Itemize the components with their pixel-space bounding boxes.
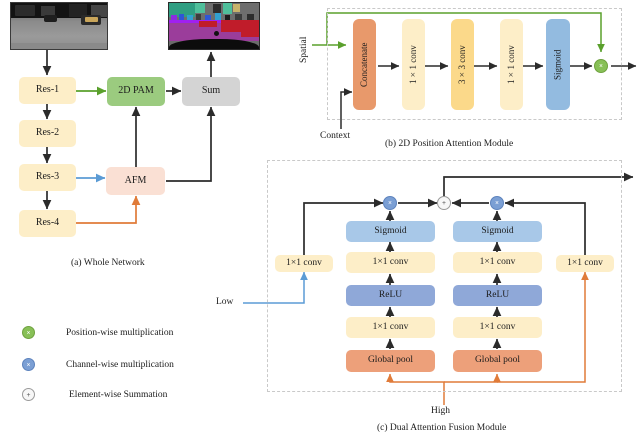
block-2d-pam[interactable]: 2D PAM — [107, 77, 165, 106]
block-label: Sigmoid — [374, 225, 407, 236]
block-c-left-conv-bottom[interactable]: 1×1 conv — [346, 317, 435, 338]
panel-c-input-low: Low — [216, 297, 234, 307]
block-label: Global pool — [367, 355, 414, 366]
block-label: 1×1 conv — [286, 257, 322, 268]
block-concatenate[interactable]: Concatenate — [353, 19, 376, 110]
block-label: 1×1 conv — [372, 256, 409, 267]
block-c-right-conv-bottom[interactable]: 1×1 conv — [453, 317, 542, 338]
block-c-left-sigmoid[interactable]: Sigmoid — [346, 221, 435, 242]
panel-c-frame — [267, 160, 622, 392]
legend-item-channel-wise: × Channel-wise multiplication — [22, 358, 174, 371]
panel-b-position-wise-multiply-icon[interactable]: × — [594, 59, 608, 73]
block-c-right-relu[interactable]: ReLU — [453, 285, 542, 306]
op-symbol: × — [599, 62, 603, 70]
block-sum[interactable]: Sum — [182, 77, 240, 106]
block-b-conv1[interactable]: 1×1 conv — [402, 19, 425, 110]
block-label: Sigmoid — [552, 49, 563, 80]
block-res-3[interactable]: Res-3 — [19, 164, 76, 191]
panel-c-channel-wise-multiply-left-icon[interactable]: × — [383, 196, 397, 210]
panel-b-caption: (b) 2D Position Attention Module — [385, 139, 514, 149]
block-label: 1×1 conv — [372, 321, 409, 332]
block-b-sigmoid[interactable]: Sigmoid — [546, 19, 570, 110]
block-label: ReLU — [378, 289, 403, 300]
legend-label: Element-wise Summation — [69, 389, 168, 400]
panel-c-input-high: High — [431, 406, 450, 416]
block-label: Sigmoid — [481, 225, 514, 236]
block-label: 1×1 conv — [567, 257, 603, 268]
block-c-right-side-conv[interactable]: 1×1 conv — [556, 255, 614, 272]
block-res-2[interactable]: Res-2 — [19, 120, 76, 147]
night-street-rgb-input — [10, 2, 108, 50]
op-symbol: + — [442, 199, 446, 207]
block-c-left-conv-top[interactable]: 1×1 conv — [346, 252, 435, 273]
legend-label: Position-wise multiplication — [66, 327, 174, 338]
block-label: Res-3 — [35, 171, 60, 183]
legend-symbol: + — [26, 390, 31, 399]
block-label: Res-4 — [35, 217, 60, 229]
legend-item-position-wise: × Position-wise multiplication — [22, 326, 173, 339]
block-label: Res-1 — [35, 84, 60, 96]
blue-multiply-circle-icon: × — [22, 358, 35, 371]
grey-plus-circle-icon: + — [22, 388, 35, 401]
block-c-left-global-pool[interactable]: Global pool — [346, 350, 435, 372]
green-multiply-circle-icon: × — [22, 326, 35, 339]
block-c-right-sigmoid[interactable]: Sigmoid — [453, 221, 542, 242]
block-afm[interactable]: AFM — [106, 167, 165, 195]
block-label: Res-2 — [35, 127, 60, 139]
panel-b-frame — [327, 8, 622, 120]
block-c-right-global-pool[interactable]: Global pool — [453, 350, 542, 372]
block-b-conv2[interactable]: 1×1 conv — [500, 19, 523, 110]
legend-label: Channel-wise multiplication — [66, 359, 174, 370]
block-label: AFM — [124, 174, 147, 186]
block-label: 1×1 conv — [407, 45, 418, 84]
block-c-left-relu[interactable]: ReLU — [346, 285, 435, 306]
block-label: 3×3 conv — [456, 45, 467, 84]
op-symbol: × — [388, 199, 392, 207]
panel-c-caption: (c) Dual Attention Fusion Module — [377, 423, 507, 433]
block-label: 1×1 conv — [479, 321, 516, 332]
block-res-4[interactable]: Res-4 — [19, 210, 76, 237]
block-label: Concatenate — [358, 42, 369, 87]
block-label: ReLU — [485, 289, 510, 300]
panel-b-input-spatial: Spatial — [299, 36, 309, 63]
block-label: Global pool — [474, 355, 521, 366]
block-label: 1×1 conv — [505, 45, 516, 84]
block-res-1[interactable]: Res-1 — [19, 77, 76, 104]
semantic-segmentation-output — [168, 2, 260, 50]
legend-symbol: × — [26, 328, 31, 337]
block-label: 2D PAM — [118, 85, 154, 97]
op-symbol: × — [495, 199, 499, 207]
block-b-conv3[interactable]: 3×3 conv — [451, 19, 474, 110]
legend-symbol: × — [26, 360, 31, 369]
block-c-right-conv-top[interactable]: 1×1 conv — [453, 252, 542, 273]
block-label: Sum — [201, 85, 221, 97]
panel-c-channel-wise-multiply-right-icon[interactable]: × — [490, 196, 504, 210]
panel-a-caption: (a) Whole Network — [71, 258, 145, 268]
block-c-left-side-conv[interactable]: 1×1 conv — [275, 255, 333, 272]
panel-b-input-context: Context — [320, 131, 351, 141]
legend-item-element-wise: + Element-wise Summation — [22, 388, 167, 401]
panel-c-element-wise-sum-icon[interactable]: + — [437, 196, 451, 210]
block-label: 1×1 conv — [479, 256, 516, 267]
